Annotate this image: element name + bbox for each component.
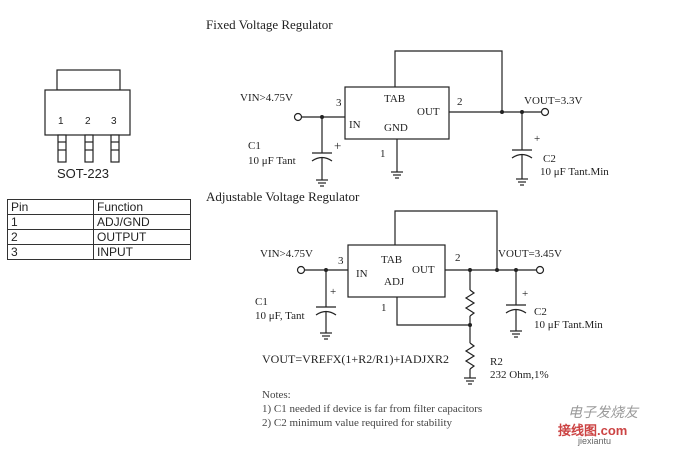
table-cell: 3 bbox=[7, 244, 94, 260]
table-cell: ADJ/GND bbox=[93, 214, 191, 230]
resistor-r2 bbox=[464, 342, 476, 370]
resistor-r1 bbox=[464, 289, 476, 317]
watermark-sub: 接线图.com bbox=[558, 423, 628, 438]
adjustable-vout-terminal bbox=[535, 265, 545, 275]
table-cell: 1 bbox=[7, 214, 94, 230]
table-cell: OUTPUT bbox=[93, 229, 191, 245]
table-header-cell: Pin bbox=[7, 199, 94, 215]
adjustable-adj-label: ADJ bbox=[384, 276, 405, 288]
note-item: 1) C1 needed if device is far from filte… bbox=[262, 403, 483, 415]
adjustable-vin-terminal bbox=[296, 265, 306, 275]
adjustable-c2-value: 10 μF Tant.Min bbox=[534, 319, 603, 331]
adjustable-c1-value: 10 μF, Tant bbox=[255, 310, 305, 322]
package-name: SOT-223 bbox=[57, 166, 110, 181]
fixed-c2-label: C2 bbox=[543, 153, 556, 165]
fixed-tab-label: TAB bbox=[384, 93, 406, 105]
fixed-c1-value: 10 μF Tant bbox=[248, 155, 296, 167]
fixed-c1-label: C1 bbox=[248, 140, 261, 152]
watermark: 电子发烧友 接线图.com jiexiantu bbox=[548, 402, 668, 448]
sot223-pin-2 bbox=[84, 134, 94, 163]
table-header-cell: Function bbox=[93, 199, 191, 215]
adjustable-c2-plus: + bbox=[522, 288, 529, 300]
table-header-row: Pin Function bbox=[7, 199, 191, 215]
note-item: 2) C2 minimum value required for stabili… bbox=[262, 417, 453, 429]
fixed-out-label: OUT bbox=[417, 106, 440, 118]
sot223-pin-3 bbox=[110, 134, 120, 163]
fixed-vin-label: VIN>4.75V bbox=[240, 92, 293, 104]
fixed-vout-label: VOUT=3.3V bbox=[524, 95, 583, 107]
sot223-pin-label-2: 2 bbox=[85, 116, 91, 127]
notes-title: Notes: bbox=[262, 389, 291, 401]
table-cell: 2 bbox=[7, 229, 94, 245]
table-row: 3 INPUT bbox=[7, 244, 191, 260]
adjustable-pin-adj-number: 1 bbox=[381, 302, 387, 314]
adjustable-vin-label: VIN>4.75V bbox=[260, 248, 313, 260]
sot223-pin-1 bbox=[57, 134, 67, 163]
fixed-gnd-label: GND bbox=[384, 122, 408, 134]
fixed-pin-in-number: 3 bbox=[336, 97, 342, 109]
fixed-c1-plus: + bbox=[334, 138, 342, 153]
fixed-tab-wire bbox=[394, 50, 503, 112]
adjustable-out-label: OUT bbox=[412, 264, 435, 276]
fixed-c2-value: 10 μF Tant.Min bbox=[540, 166, 609, 178]
pin-function-table: Pin Function 1 ADJ/GND 2 OUTPUT 3 INPUT bbox=[7, 199, 191, 260]
output-voltage-formula: VOUT=VREFX(1+R2/R1)+IADJXR2 bbox=[262, 352, 449, 366]
adj-feedback-wire bbox=[396, 297, 470, 326]
fixed-vout-terminal bbox=[540, 107, 550, 117]
adjustable-c1-plus: + bbox=[330, 286, 337, 298]
adjustable-r2-value: 232 Ohm,1% bbox=[490, 369, 549, 381]
fixed-pin-out-number: 2 bbox=[457, 96, 463, 108]
table-row: 1 ADJ/GND bbox=[7, 214, 191, 230]
adjustable-in-label: IN bbox=[356, 268, 368, 280]
sot223-pin-label-3: 3 bbox=[111, 116, 117, 127]
sot223-pin-label-1: 1 bbox=[58, 116, 64, 127]
fixed-title: Fixed Voltage Regulator bbox=[206, 17, 333, 32]
sot223-body bbox=[44, 89, 131, 136]
adjustable-c2-label: C2 bbox=[534, 306, 547, 318]
watermark-url: jiexiantu bbox=[578, 436, 612, 446]
adjustable-pin-out-number: 2 bbox=[455, 252, 461, 264]
adjustable-c1-label: C1 bbox=[255, 296, 268, 308]
fixed-vin-terminal bbox=[293, 112, 303, 122]
fixed-in-label: IN bbox=[349, 119, 361, 131]
fixed-pin-gnd-number: 1 bbox=[380, 148, 386, 160]
table-cell: INPUT bbox=[93, 244, 191, 260]
adjustable-tab-wire bbox=[394, 210, 498, 270]
fixed-c2-plus: + bbox=[534, 133, 541, 145]
adjustable-vout-label: VOUT=3.45V bbox=[498, 248, 562, 260]
adjustable-r2-label: R2 bbox=[490, 356, 503, 368]
adjustable-tab-label: TAB bbox=[381, 254, 403, 266]
adjustable-pin-in-number: 3 bbox=[338, 255, 344, 267]
table-row: 2 OUTPUT bbox=[7, 229, 191, 245]
sot223-tab bbox=[56, 69, 121, 91]
watermark-brand: 电子发烧友 bbox=[568, 404, 638, 420]
adjustable-title: Adjustable Voltage Regulator bbox=[206, 189, 360, 204]
